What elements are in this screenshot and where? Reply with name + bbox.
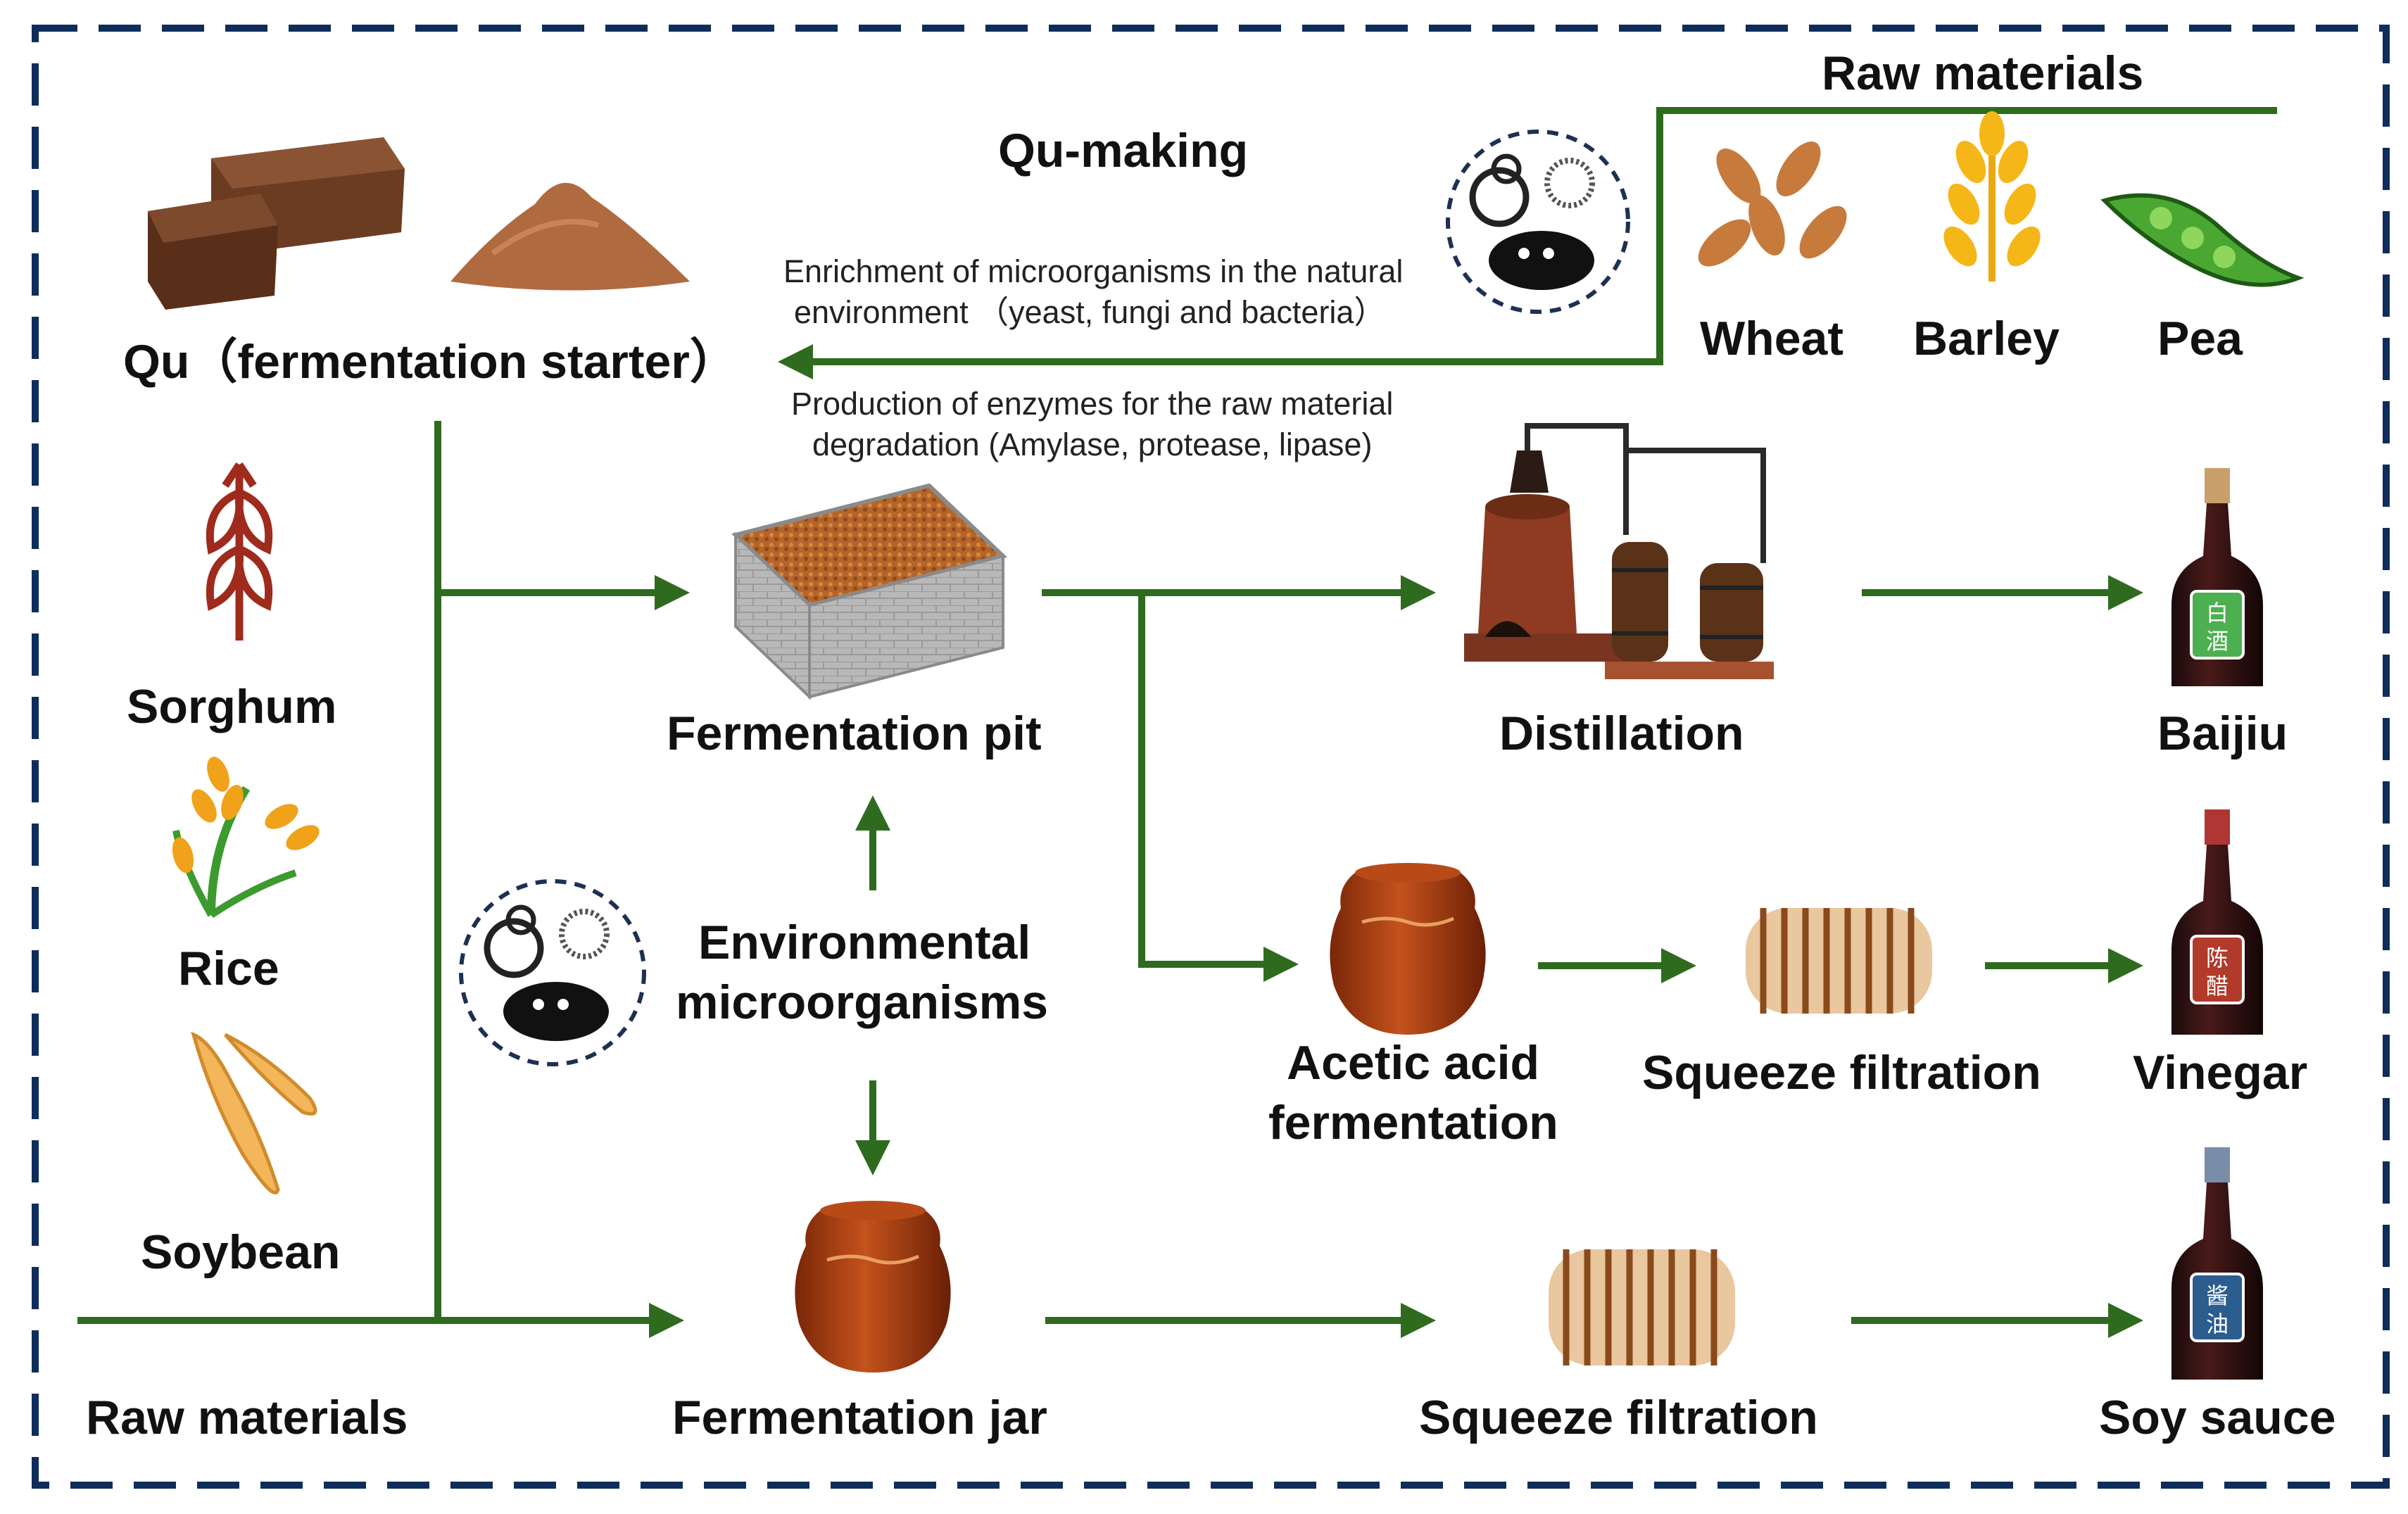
dashed-border (32, 25, 2390, 1489)
distillation-label: Distillation (1499, 707, 1744, 760)
squeeze-filter-icon-mid (1746, 908, 1932, 1014)
bottle-icon-vinegar: 陈 醋 (2171, 809, 2263, 1035)
squeeze-filtration-mid-label: Squeeze filtration (1642, 1046, 2041, 1099)
baijiu-label: Baijiu (2157, 707, 2288, 760)
rice-label: Rice (178, 942, 279, 995)
bottle-label-vinegar-2: 醋 (2206, 973, 2229, 999)
sorghum-icon (206, 462, 273, 641)
wheat-label: Wheat (1700, 312, 1843, 365)
bottle-label-soy-1: 酱 (2206, 1282, 2229, 1309)
microorganism-icon-mid (459, 879, 646, 1066)
vinegar-label: Vinegar (2133, 1046, 2308, 1099)
bottle-icon-baijiu: 白 酒 (2171, 468, 2263, 686)
qu-powder-icon (450, 182, 690, 291)
soybean-pod-icon (191, 1031, 317, 1194)
enzyme-note-line2: degradation (Amylase, protease, lipase) (812, 427, 1373, 462)
fermentation-pit-icon (731, 483, 1007, 700)
raw-materials-bottom-label: Raw materials (86, 1391, 408, 1444)
enrichment-note-line1: Enrichment of microorganisms in the natu… (783, 253, 1404, 289)
sorghum-label: Sorghum (127, 680, 337, 733)
fermentation-jar-icon-acetic (1330, 863, 1486, 1035)
bottle-label-soy-2: 油 (2206, 1311, 2229, 1337)
pea-label: Pea (2157, 312, 2243, 365)
fermentation-jar-icon (795, 1201, 951, 1373)
soybean-label: Soybean (141, 1225, 341, 1279)
barley-icon (1943, 111, 2041, 282)
arrow-raw-to-qu (778, 107, 2277, 379)
acetic-label-line2: fermentation (1268, 1096, 1558, 1149)
enrichment-note-line2: environment （yeast, fungi and bacteria） (794, 294, 1386, 330)
squeeze-filtration-bottom-label: Squeeze filtration (1419, 1391, 1818, 1444)
env-micro-label-line2: microorganisms (676, 976, 1049, 1029)
qu-making-label: Qu-making (998, 124, 1249, 177)
arrow-pit-to-acetic (1138, 593, 1299, 982)
wheat-grain-icon (1698, 141, 1847, 267)
bottle-label-baijiu-1: 白 (2206, 600, 2229, 626)
microorganism-icon-top (1446, 130, 1630, 314)
fermentation-jar-label: Fermentation jar (672, 1391, 1047, 1444)
acetic-label-line1: Acetic acid (1287, 1036, 1540, 1090)
enzyme-note-line1: Production of enzymes for the raw materi… (791, 386, 1394, 422)
bottle-icon-soy-sauce: 酱 油 (2171, 1147, 2263, 1380)
bottle-label-baijiu-2: 酒 (2206, 628, 2229, 655)
squeeze-filter-icon-bottom (1549, 1249, 1735, 1365)
raw-materials-top-label: Raw materials (1822, 46, 2144, 100)
distillation-apparatus-icon (1464, 423, 1774, 679)
pea-pod-icon (2100, 193, 2305, 287)
soy-sauce-label: Soy sauce (2099, 1391, 2336, 1444)
fermentation-pit-label: Fermentation pit (667, 707, 1042, 760)
rice-plant-icon (172, 757, 320, 919)
env-micro-label-line1: Environmental (698, 916, 1031, 969)
qu-brick-icon (148, 137, 405, 310)
qu-label: Qu（fermentation starter） (123, 335, 738, 389)
barley-label: Barley (1913, 312, 2060, 365)
flow-arrows (77, 107, 2277, 1338)
bottle-label-vinegar-1: 陈 (2206, 945, 2229, 971)
